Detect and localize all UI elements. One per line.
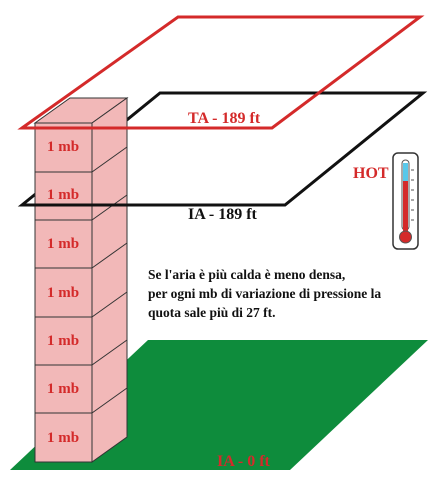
layer-label: 1 mb: [47, 285, 79, 301]
air-column: [33, 97, 129, 463]
layer-label: 1 mb: [47, 139, 79, 155]
explanation-line: Se l'aria è più calda è meno densa,: [148, 267, 346, 282]
ta-plane-label: TA - 189 ft: [188, 110, 261, 127]
ground-plane-label: IA - 0 ft: [217, 453, 271, 470]
thermometer-icon: [392, 152, 419, 250]
layer-label: 1 mb: [47, 236, 79, 252]
explanation-line: quota sale più di 27 ft.: [148, 305, 276, 320]
layer-label: 1 mb: [47, 381, 79, 397]
layer-label: 1 mb: [47, 430, 79, 446]
explanation-text: Se l'aria è più calda è meno densa, per …: [148, 265, 433, 322]
hot-label: HOT: [353, 165, 389, 182]
layer-label: 1 mb: [47, 333, 79, 349]
explanation-line: per ogni mb di variazione di pressione l…: [148, 286, 382, 301]
layer-label: 1 mb: [47, 187, 79, 203]
ia-plane-label: IA - 189 ft: [188, 206, 258, 223]
